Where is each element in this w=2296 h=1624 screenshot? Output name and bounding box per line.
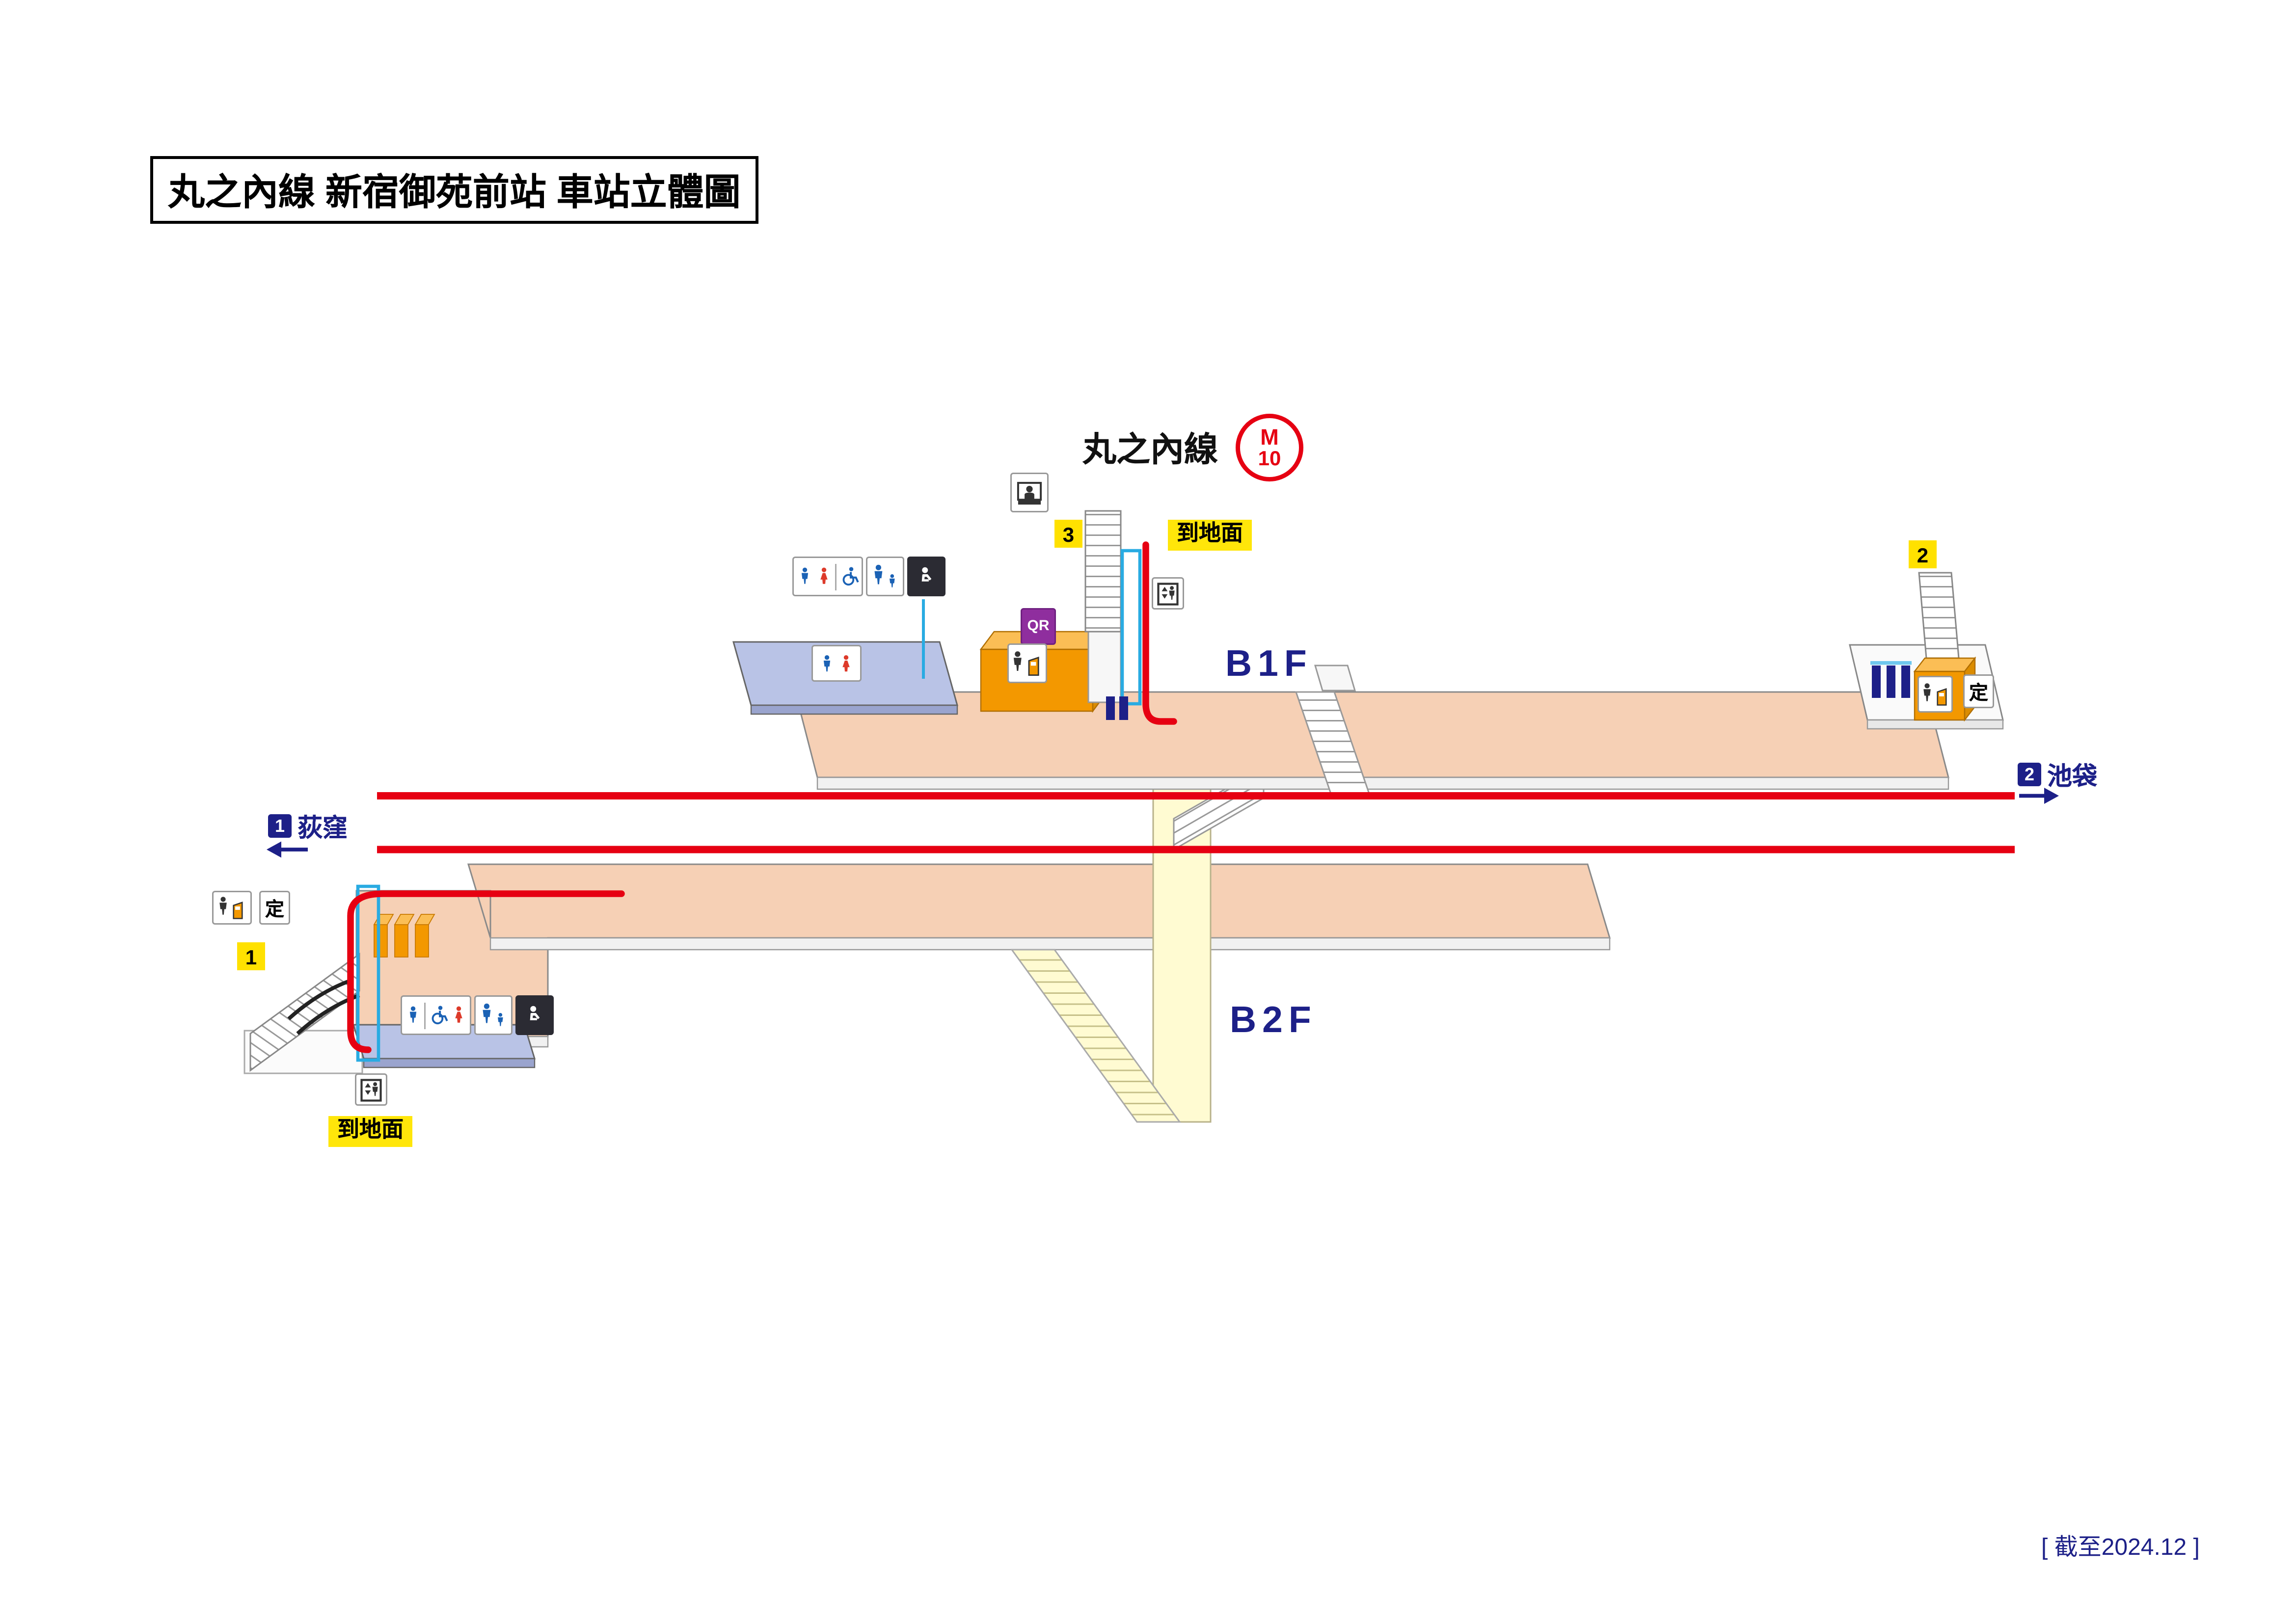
male-icon	[823, 654, 831, 671]
direction-ogikubo: 1 荻窪	[268, 807, 348, 844]
direction-badge-2: 2	[2018, 762, 2041, 786]
b1f-floor	[794, 691, 1949, 790]
as-of-date: [ 截至2024.12 ]	[2041, 1536, 2200, 1561]
ic-gate	[1887, 666, 1895, 698]
female-icon	[455, 1006, 462, 1023]
direction-name-ogikubo: 荻窪	[297, 814, 348, 842]
direction-name-ikebukuro: 池袋	[2047, 763, 2097, 791]
female-icon	[842, 654, 850, 671]
exit1-elevator-shaft	[356, 884, 380, 1062]
exit3-elevator-shaft	[1120, 549, 1142, 706]
line-symbol-number: 10	[1258, 446, 1281, 470]
to-ground-label-exit1: 到地面	[328, 1116, 413, 1147]
direction-ikebukuro: 2 池袋	[2018, 755, 2097, 792]
ticket-machine-icon-exit2	[1918, 676, 1953, 713]
ticket-machine-icon-exit1	[212, 891, 252, 925]
exit1-stairs	[243, 953, 363, 1074]
commuter-pass-icon-exit2: 定	[1963, 674, 1994, 708]
direction-badge-1: 1	[268, 813, 292, 837]
baby-care-icon	[515, 995, 554, 1035]
ic-gate	[1872, 666, 1881, 698]
restroom-icon	[792, 557, 863, 596]
track-lines	[267, 788, 2059, 858]
b2f-long-staircase	[1010, 949, 1181, 1123]
escalator-handrail	[287, 979, 351, 1020]
commuter-pass-icon-exit1: 定	[259, 891, 290, 925]
restroom-icons-b1f	[792, 557, 945, 596]
page-title: 丸之內線 新宿御苑前站 車站立體圖	[150, 156, 758, 224]
line-symbol-letter: M	[1260, 426, 1279, 451]
exit1-route-line	[347, 890, 625, 1053]
exit3-structure	[1084, 510, 1142, 720]
wheelchair-icon	[427, 1000, 449, 1031]
parent-child-icon	[474, 995, 513, 1035]
line-name: 丸之內線	[1082, 430, 1218, 468]
wheelchair-icon	[838, 561, 860, 592]
staffed-gate-icon	[1010, 473, 1049, 512]
baby-care-icon	[907, 557, 945, 596]
exit2-stairs	[1918, 572, 1960, 659]
exit-badge-2: 2	[1909, 540, 1937, 568]
exit3-route-line	[1142, 541, 1177, 725]
elevator-icon-b1f	[1152, 577, 1184, 610]
exit-badge-3: 3	[1054, 520, 1082, 548]
restroom-icons-b2f	[401, 995, 554, 1035]
stairwell-wall	[1314, 665, 1356, 692]
arrow-right	[2019, 788, 2059, 804]
to-ground-label-exit3: 到地面	[1168, 520, 1252, 551]
restroom-icon-b1f-floor	[811, 645, 862, 682]
elevator-icon-b2f	[355, 1073, 387, 1106]
ticket-machine-icon-b1f	[1007, 643, 1047, 683]
qr-ticket-icon: QR	[1021, 608, 1056, 645]
exit-badge-1: 1	[237, 942, 265, 970]
line-symbol-m10: M 10	[1236, 414, 1303, 481]
arrow-left	[267, 841, 308, 858]
male-icon	[801, 567, 809, 584]
ic-gate	[1106, 696, 1115, 720]
ic-gate	[1119, 696, 1128, 720]
female-icon	[820, 567, 828, 584]
exit3-stairs	[1084, 510, 1122, 633]
parent-child-icon	[866, 557, 904, 596]
restroom-icon	[401, 995, 471, 1035]
floor-label-b1f: B1F	[1225, 643, 1313, 685]
ticket-gates-exit1	[373, 914, 435, 958]
gate-rail	[1870, 661, 1912, 665]
male-icon	[409, 1006, 417, 1023]
ic-gate	[1901, 666, 1910, 698]
floor-label-b2f: B2F	[1230, 1000, 1317, 1041]
